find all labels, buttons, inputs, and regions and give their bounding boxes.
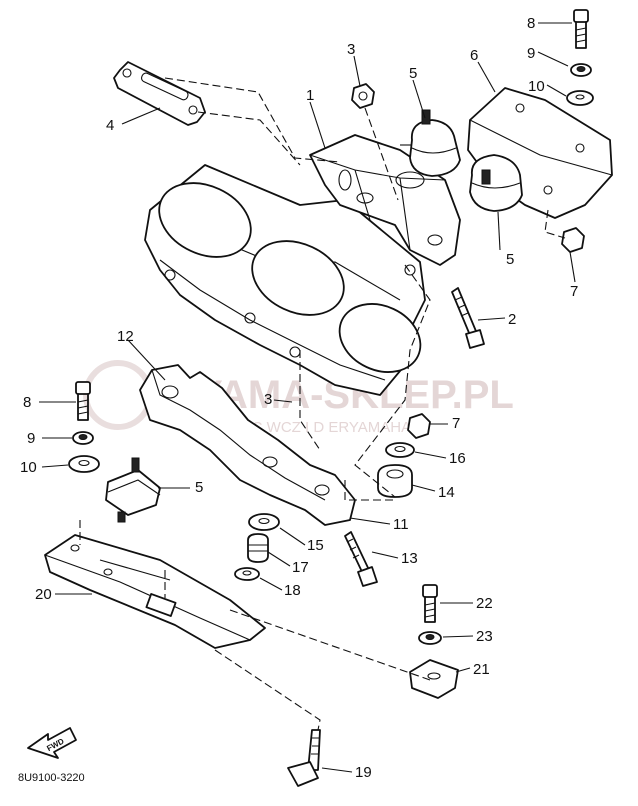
part-16-washer (385, 442, 415, 458)
callout-17: 17 (292, 559, 309, 576)
part-7-nut-upper (561, 227, 585, 253)
callout-11: 11 (393, 516, 409, 533)
callout-22: 22 (476, 595, 493, 612)
callout-15: 15 (307, 537, 324, 554)
part-15-washer (248, 513, 280, 531)
part-5-damper-upper-left (400, 109, 461, 177)
part-17-collar (247, 533, 269, 563)
part-10-washer-upper (566, 90, 594, 106)
part-4-link-plate (113, 61, 206, 126)
callout-4: 4 (106, 117, 114, 134)
callout-19: 19 (355, 764, 372, 781)
part-18-washer (234, 567, 260, 581)
callout-7: 7 (570, 283, 578, 300)
part-23-washer (418, 631, 442, 645)
part-8-bolt-lower (75, 381, 91, 421)
callout-9: 9 (527, 45, 535, 62)
callout-14: 14 (438, 484, 455, 501)
part-5-damper-upper-right (469, 154, 523, 212)
part-13-bolt (344, 531, 378, 587)
callout-7: 7 (452, 415, 460, 432)
assembly-lines (79, 77, 566, 731)
callout-5: 5 (195, 479, 203, 496)
part-3-nut-upper (351, 83, 375, 109)
callout-16: 16 (449, 450, 466, 467)
callout-18: 18 (284, 582, 301, 599)
callout-20: 20 (35, 586, 52, 603)
callout-10: 10 (528, 78, 545, 95)
callout-23: 23 (476, 628, 493, 645)
callout-13: 13 (401, 550, 418, 567)
part-21-nut-plate (409, 659, 459, 699)
part-19-bottom-bolt (287, 729, 321, 787)
callout-21: 21 (473, 661, 490, 678)
callout-1: 1 (306, 87, 314, 104)
part-20-base-plate (44, 534, 266, 649)
engine-block (144, 164, 426, 396)
callout-3: 3 (264, 391, 272, 408)
callout-6: 6 (470, 47, 478, 64)
part-9-washer-lower (72, 431, 94, 445)
fwd-arrow-icon: FWD (27, 727, 77, 759)
callout-8: 8 (23, 394, 31, 411)
callouts: 1 2 3 3 4 5 5 5 6 7 7 8 8 9 9 10 10 11 1… (20, 15, 578, 781)
callout-10: 10 (20, 459, 37, 476)
watermark-logo-icon (83, 360, 153, 430)
callout-8: 8 (527, 15, 535, 32)
part-14-rubber-mount (377, 464, 413, 498)
drawing-code: 8U9100-3220 (18, 772, 85, 784)
callout-5: 5 (506, 251, 514, 268)
callout-9: 9 (27, 430, 35, 447)
part-8-bolt-upper (573, 9, 589, 49)
part-9-washer-upper (570, 63, 592, 77)
part-10-washer-lower (68, 455, 100, 473)
part-22-bolt (422, 584, 438, 623)
part-5-damper-lower (105, 457, 161, 523)
callout-12: 12 (117, 328, 134, 345)
callout-2: 2 (508, 311, 516, 328)
part-3-nut-lower (407, 413, 431, 439)
callout-5: 5 (409, 65, 417, 82)
leader-lines (39, 22, 576, 773)
part-2-long-bolt (451, 287, 485, 349)
callout-3: 3 (347, 41, 355, 58)
